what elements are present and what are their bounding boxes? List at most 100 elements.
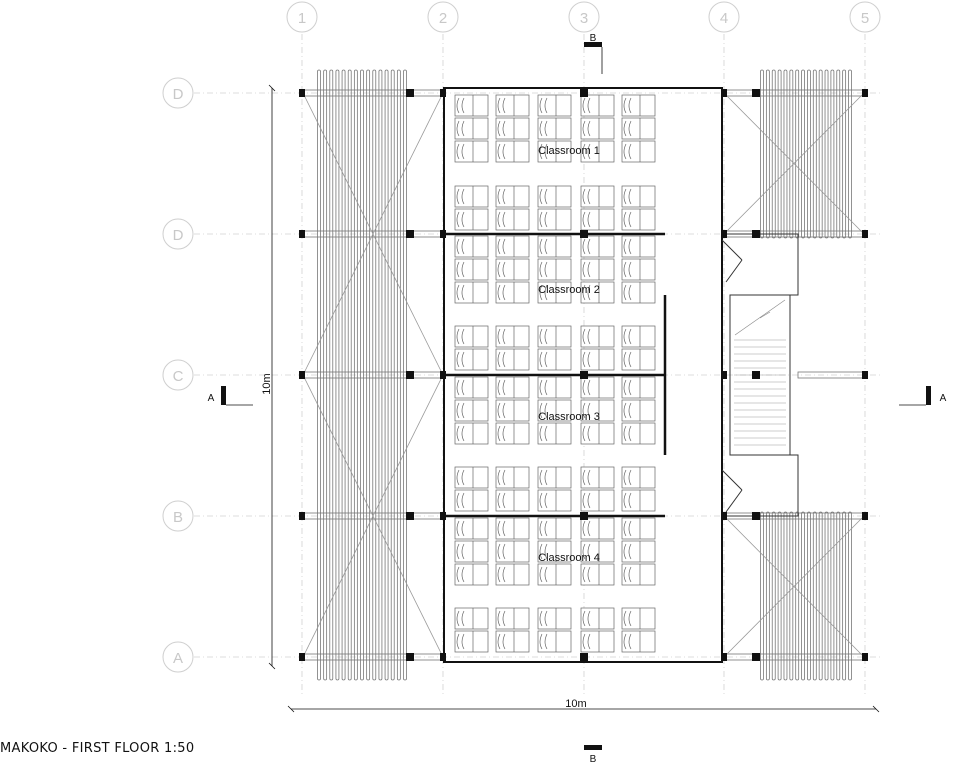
- chair-back: [502, 328, 506, 345]
- grid-lines: [194, 34, 880, 695]
- chair-back: [587, 120, 591, 137]
- chair-back: [544, 379, 548, 396]
- desk: [580, 94, 615, 117]
- stair-core: [722, 233, 799, 517]
- chair-back: [582, 328, 586, 345]
- chair-back: [461, 238, 465, 255]
- desk: [537, 630, 572, 653]
- chair-back: [587, 379, 591, 396]
- desk: [495, 281, 530, 304]
- chair-back: [582, 261, 586, 278]
- desk: [621, 235, 656, 258]
- desk: [621, 517, 656, 540]
- desk: [580, 466, 615, 489]
- chair-back: [582, 610, 586, 627]
- chair-back: [628, 97, 632, 114]
- chair-back: [539, 633, 543, 650]
- chair-back: [456, 543, 460, 560]
- dimension-label-horizontal: 10m: [565, 698, 586, 710]
- grid-bubble-column-1: 1: [286, 1, 318, 33]
- chair-back: [544, 402, 548, 419]
- desk: [495, 399, 530, 422]
- chair-back: [456, 351, 460, 368]
- chair-back: [582, 633, 586, 650]
- chair-back: [628, 566, 632, 583]
- chair-back: [502, 425, 506, 442]
- chair-back: [456, 469, 460, 486]
- deck-slat: [372, 69, 377, 681]
- grid-bubble-column-2: 2: [427, 1, 459, 33]
- chair-back: [461, 402, 465, 419]
- chair-back: [587, 351, 591, 368]
- deck-slat: [783, 69, 788, 239]
- chair-back: [497, 379, 501, 396]
- desk: [537, 422, 572, 445]
- column-marker: [862, 653, 868, 661]
- chair-back: [539, 284, 543, 301]
- deck-slat: [836, 511, 841, 681]
- chair-back: [587, 188, 591, 205]
- column-marker: [580, 371, 588, 379]
- section-markers: [221, 42, 931, 750]
- chair-back: [539, 402, 543, 419]
- chair-back: [587, 402, 591, 419]
- desk: [495, 94, 530, 117]
- chair-back: [456, 379, 460, 396]
- deck-slat: [789, 69, 794, 239]
- chair-back: [628, 520, 632, 537]
- chair-back: [544, 633, 548, 650]
- chair-back: [623, 492, 627, 509]
- chair-back: [623, 633, 627, 650]
- desk: [454, 208, 489, 231]
- section-label-a-left: A: [208, 393, 215, 404]
- desk: [454, 563, 489, 586]
- deck-slat: [366, 69, 371, 681]
- column-marker: [721, 371, 727, 379]
- deck-slat: [842, 69, 847, 239]
- desk: [537, 325, 572, 348]
- chair-back: [544, 238, 548, 255]
- desk: [495, 563, 530, 586]
- chair-back: [461, 492, 465, 509]
- desk: [495, 235, 530, 258]
- chair-back: [539, 351, 543, 368]
- chair-back: [582, 492, 586, 509]
- chair-back: [623, 211, 627, 228]
- desk: [495, 258, 530, 281]
- chair-back: [497, 425, 501, 442]
- dimension-label-vertical: 10m: [261, 373, 273, 394]
- desk: [454, 540, 489, 563]
- chair-back: [628, 351, 632, 368]
- chair-back: [628, 402, 632, 419]
- desk: [621, 563, 656, 586]
- chair-back: [623, 351, 627, 368]
- column-marker: [406, 230, 414, 238]
- chair-back: [497, 97, 501, 114]
- column-marker: [580, 89, 588, 97]
- chair-back: [623, 425, 627, 442]
- chair-back: [628, 469, 632, 486]
- desk: [454, 630, 489, 653]
- desk: [495, 117, 530, 140]
- grid-label-column: 1: [298, 10, 306, 27]
- chair-back: [544, 520, 548, 537]
- chair-back: [539, 328, 543, 345]
- chair-back: [456, 120, 460, 137]
- deck-slat: [789, 511, 794, 681]
- chair-back: [456, 261, 460, 278]
- chair-back: [497, 120, 501, 137]
- chair-back: [582, 97, 586, 114]
- desk: [580, 563, 615, 586]
- section-label-b-top: B: [590, 33, 597, 44]
- desk: [454, 399, 489, 422]
- column-marker: [862, 89, 868, 97]
- deck-slat: [378, 69, 383, 681]
- grid-label-column: 5: [861, 10, 869, 27]
- chair-back: [461, 469, 465, 486]
- grid-label-column: 3: [580, 10, 588, 27]
- desk: [580, 258, 615, 281]
- chair-back: [497, 402, 501, 419]
- desk: [495, 607, 530, 630]
- chair-back: [497, 633, 501, 650]
- chair-back: [497, 520, 501, 537]
